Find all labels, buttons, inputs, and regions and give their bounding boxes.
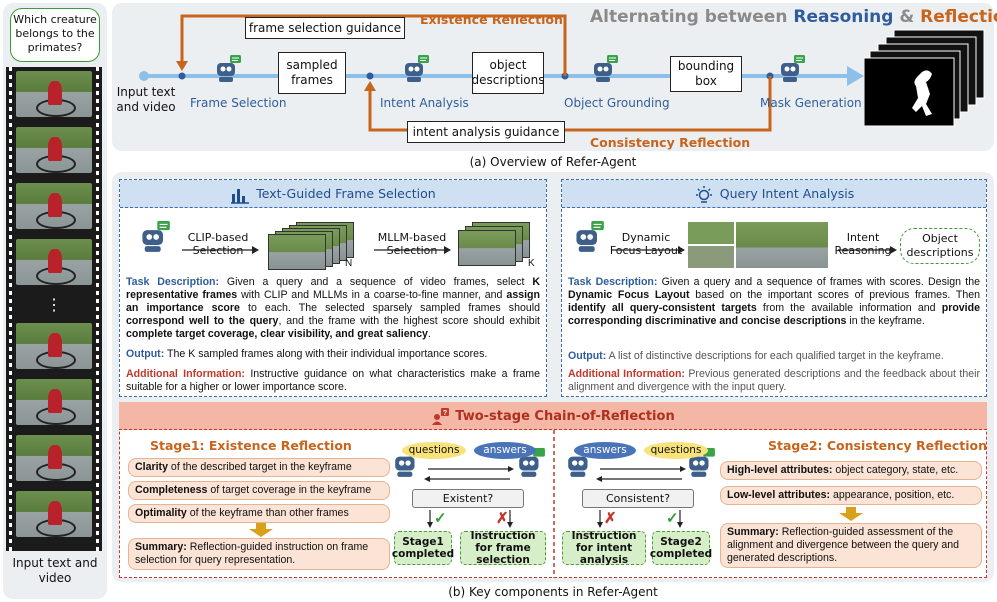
stage2-summary: Summary: Reflection-guided assessment of…: [720, 523, 982, 568]
video-frame: [16, 435, 92, 481]
existent-question: Existent?: [412, 489, 524, 508]
stage-mask-generation: Mask Generation: [760, 96, 862, 110]
robot-icon: [689, 448, 715, 477]
branch-arrows: [427, 510, 513, 528]
robot-icon: [142, 221, 170, 252]
video-frame: [16, 379, 92, 425]
existence-reflection-label: Existence Reflection: [420, 12, 563, 27]
arrow: [374, 246, 451, 254]
input-text-video-label: Input text and video: [116, 85, 176, 114]
stage2-title: Stage2: Consistency Reflection: [768, 438, 987, 453]
object-descriptions-cloud: Object descriptions: [900, 228, 980, 264]
video-frame: [16, 323, 92, 369]
low-level-attributes: Low-level attributes: appearance, positi…: [720, 486, 982, 505]
arrow: [838, 246, 897, 254]
frame-stack-n: [268, 222, 360, 270]
focus-layout-grid: [688, 222, 828, 268]
object-descriptions-box: object descriptions: [472, 52, 545, 94]
robot-icon: [781, 55, 805, 82]
people-alert-icon: ?: [432, 407, 450, 425]
arrow: [612, 246, 685, 254]
answers-oval-2: answers: [574, 442, 636, 459]
robot-icon: [405, 55, 429, 82]
bounding-box-box: bounding box: [670, 56, 742, 92]
query-bubble: Which creature belongs to the primates?: [10, 8, 100, 62]
sampled-frames-box: sampled frames: [278, 52, 346, 94]
video-frame: [16, 71, 92, 117]
frame-selection-output: Output: The K sampled frames along with …: [126, 348, 488, 360]
video-frame: [16, 239, 92, 285]
intent-additional: Additional Information: Previous generat…: [568, 368, 980, 393]
stage-frame-selection: Frame Selection: [190, 96, 287, 110]
robot-icon: [519, 448, 545, 477]
completeness-item: Completeness of target coverage in the k…: [128, 481, 390, 500]
frame-selection-header: Text-Guided Frame Selection: [120, 180, 546, 208]
video-frame: [16, 183, 92, 229]
robot-icon: [395, 448, 421, 477]
high-level-attributes: High-level attributes: object category, …: [720, 461, 982, 480]
intent-task: Task Description: Given a query and a se…: [568, 276, 980, 327]
frame-stack-k: [458, 222, 534, 270]
stage1-summary: Summary: Reflection-guided instruction o…: [128, 538, 390, 570]
optimality-item: Optimality of the keyframe than other fr…: [128, 504, 390, 523]
check-icon: ✓: [434, 510, 447, 527]
down-arrow-icon: [839, 507, 863, 521]
input-caption: Input text and video: [12, 556, 98, 585]
stage-divider: [553, 430, 555, 578]
k-label: K: [528, 258, 535, 269]
video-filmstrip: [6, 67, 102, 551]
caption-b: (b) Key components in Refer-Agent: [448, 585, 658, 599]
intent-output: Output: A list of distinctive descriptio…: [568, 350, 944, 362]
consistency-reflection-label: Consistency Reflection: [590, 135, 751, 150]
intent-analysis-component: Query Intent Analysis: [561, 179, 987, 397]
answers-oval: answers: [474, 442, 536, 459]
consistent-question: Consistent?: [582, 489, 694, 508]
clip-selection-label: CLIP-based Selection: [187, 231, 249, 257]
branch-arrows: [597, 510, 683, 528]
questions-oval: questions: [402, 442, 466, 459]
robot-icon: [217, 55, 241, 82]
frame-selection-additional: Additional Information: Instructive guid…: [126, 368, 540, 393]
questions-oval-2: questions: [644, 442, 708, 459]
bar-chart-icon: [231, 188, 250, 204]
intent-analysis-guidance-box: intent analysis guidance: [407, 121, 565, 143]
stage-object-grounding: Object Grounding: [564, 96, 670, 110]
instruction-frame-selection: Instruction for frame selection: [460, 530, 546, 566]
exchange-arrows: [596, 466, 686, 482]
frame-selection-guidance-box: frame selection guidance: [245, 17, 405, 39]
lightbulb-icon: [695, 185, 712, 203]
mask-output-stack: [864, 29, 985, 127]
frame-selection-component: Text-Guided Frame Selection: [119, 179, 547, 397]
ellipsis: ⋮: [46, 297, 62, 314]
arrow: [182, 246, 259, 254]
stage-intent-analysis: Intent Analysis: [380, 96, 469, 110]
cross-icon: ✗: [604, 510, 617, 527]
overview-title: Alternating between Reasoning & Reflecti…: [590, 7, 997, 27]
down-arrow-icon: [249, 523, 273, 537]
stage2-completed: Stage2 completed: [650, 531, 712, 565]
check-icon: ✓: [666, 510, 679, 527]
intent-analysis-header: Query Intent Analysis: [562, 180, 986, 208]
stage1-completed: Stage1 completed: [392, 531, 454, 565]
stage1-title: Stage1: Existence Reflection: [150, 438, 352, 453]
frame-selection-task: Task Description: Given a query and a se…: [126, 276, 541, 340]
clarity-item: Clarity of the described target in the k…: [128, 458, 390, 477]
instruction-intent-analysis: Instruction for intent analysis: [562, 530, 646, 566]
robot-icon: [594, 55, 618, 82]
svg-text:?: ?: [443, 410, 447, 417]
exchange-arrows: [424, 466, 514, 482]
robot-icon: [576, 221, 604, 252]
caption-a: (a) Overview of Refer-Agent: [469, 155, 637, 169]
cross-icon: ✗: [496, 510, 509, 527]
reflection-header: ?Two-stage Chain-of-Reflection: [119, 402, 987, 430]
n-label: N: [345, 258, 353, 269]
video-frame: [16, 127, 92, 173]
video-frame: [16, 491, 92, 537]
